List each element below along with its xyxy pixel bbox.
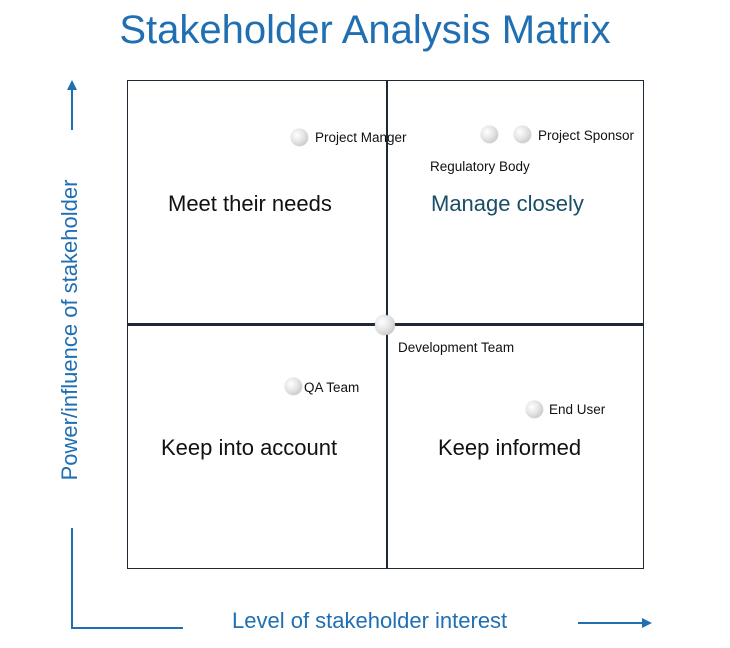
- quadrant-top-right-label: Manage closely: [431, 191, 584, 216]
- regulatory-body-label: Regulatory Body: [430, 159, 530, 174]
- quadrant-bottom-left-label: Keep into account: [161, 435, 338, 460]
- end-user-marker: [526, 401, 543, 418]
- development-team-label: Development Team: [398, 340, 515, 355]
- regulatory-body-marker: [481, 126, 498, 143]
- y-axis-arrow-head-icon: [67, 80, 77, 90]
- qa-team-label: QA Team: [304, 380, 360, 395]
- project-manager-marker: [291, 129, 308, 146]
- y-axis-lower-line: [71, 528, 73, 628]
- x-axis-arrow-head-icon: [642, 618, 652, 628]
- end-user-label: End User: [549, 402, 606, 417]
- quadrant-bottom-right-label: Keep informed: [438, 435, 582, 460]
- matrix-title: Stakeholder Analysis Matrix: [119, 8, 611, 52]
- project-manager-label: Project Manger: [315, 130, 407, 145]
- x-axis-arrow-line: [578, 622, 644, 624]
- y-axis-label: Power/influence of stakeholder: [57, 179, 82, 481]
- qa-team-marker: [285, 378, 302, 395]
- development-team-marker: [375, 315, 395, 335]
- y-axis-arrow-line: [71, 88, 73, 130]
- x-axis-label: Level of stakeholder interest: [232, 608, 508, 633]
- quadrant-top-left-label: Meet their needs: [168, 191, 332, 216]
- project-sponsor-label: Project Sponsor: [538, 128, 635, 143]
- x-axis-left-line: [71, 627, 183, 629]
- project-sponsor-marker: [514, 126, 531, 143]
